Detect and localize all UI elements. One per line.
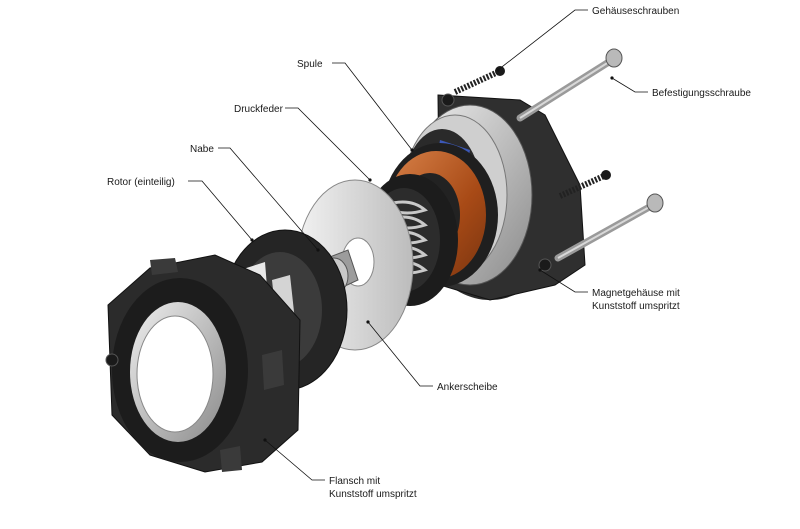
flange: [105, 254, 301, 473]
label-ankerscheibe: Ankerscheibe: [437, 382, 498, 393]
leader-lines: [188, 9, 648, 481]
label-magnetgehaeuse-line2: Kunststoff umspritzt: [592, 301, 680, 312]
label-druckfeder: Druckfeder: [234, 104, 284, 115]
label-gehaeuseschrauben: Gehäuseschrauben: [592, 6, 679, 17]
mounting-bolt-top: [516, 48, 623, 122]
label-magnetgehaeuse-line1: Magnetgehäuse mit: [592, 288, 680, 299]
label-flansch-line2: Kunststoff umspritzt: [329, 489, 417, 500]
label-flansch-line1: Flansch mit: [329, 476, 380, 487]
label-spule: Spule: [297, 59, 323, 70]
housing-screw-bottom: [558, 170, 611, 199]
label-rotor: Rotor (einteilig): [107, 177, 175, 188]
mounting-bolt-bottom: [554, 193, 664, 262]
label-befestigungsschraube: Befestigungsschraube: [652, 88, 751, 99]
label-nabe: Nabe: [190, 144, 214, 155]
